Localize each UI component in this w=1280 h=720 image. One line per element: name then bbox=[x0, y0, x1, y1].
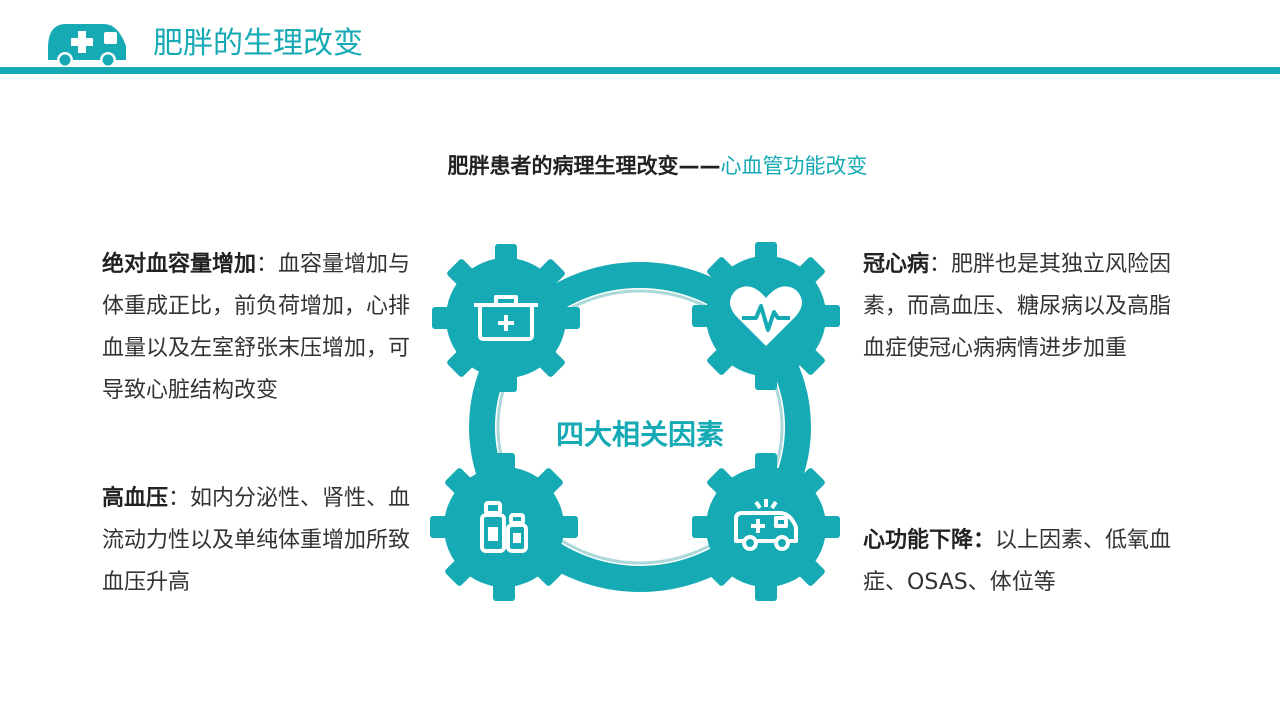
connector-ring-inner-edge bbox=[496, 289, 784, 565]
factor-description: 如内分泌性、肾性、血流动力性以及单纯体重增加所致血压升高 bbox=[102, 486, 411, 595]
factor-description: 肥胖也是其独立风险因素，而高血压、糖尿病以及高脂血症使冠心病病情进步加重 bbox=[863, 252, 1172, 361]
connector-ring bbox=[469, 262, 811, 592]
factor-separator: ： bbox=[929, 252, 952, 277]
factor-cardiac-function: 心功能下降：以上因素、低氧血症、OSAS、体位等 bbox=[863, 520, 1183, 604]
subtitle-main: 肥胖患者的病理生理改变—— bbox=[447, 154, 721, 178]
factor-description: 血容量增加与体重成正比，前负荷增加，心排血量以及左室舒张末压增加，可导致心脏结构… bbox=[102, 252, 411, 403]
gear-coronary bbox=[692, 242, 840, 390]
factor-term: 冠心病 bbox=[863, 252, 930, 277]
factor-gear-diagram bbox=[430, 242, 840, 601]
ambulance-icon bbox=[734, 499, 798, 551]
section-subtitle: 肥胖患者的病理生理改变——心血管功能改变 bbox=[0, 150, 1280, 182]
factor-hypertension: 高血压：如内分泌性、肾性、血流动力性以及单纯体重增加所致血压升高 bbox=[102, 478, 422, 604]
gear-hypertension bbox=[430, 453, 578, 601]
center-label: 四大相关因素 bbox=[555, 418, 724, 451]
gear-cardiac-function bbox=[692, 453, 840, 601]
heart-pulse-icon bbox=[730, 286, 802, 346]
page-title: 肥胖的生理改变 bbox=[153, 26, 363, 61]
factor-coronary: 冠心病：肥胖也是其独立风险因素，而高血压、糖尿病以及高脂血症使冠心病病情进步加重 bbox=[863, 244, 1183, 370]
header: 肥胖的生理改变 bbox=[0, 0, 1280, 80]
header-divider bbox=[0, 67, 1280, 74]
factor-blood-volume: 绝对血容量增加：血容量增加与体重成正比，前负荷增加，心排血量以及左室舒张末压增加… bbox=[102, 244, 422, 412]
factor-separator: ： bbox=[168, 486, 191, 511]
factor-term: 绝对血容量增加 bbox=[102, 252, 257, 277]
subtitle-accent: 心血管功能改变 bbox=[720, 154, 868, 178]
factor-description: 以上因素、低氧血症、OSAS、体位等 bbox=[863, 528, 1172, 595]
factor-term: 心功能下降： bbox=[863, 528, 996, 553]
ambulance-icon bbox=[48, 24, 126, 68]
gear-blood-volume bbox=[432, 244, 580, 392]
medical-kit-icon bbox=[474, 295, 538, 341]
factor-term: 高血压 bbox=[102, 486, 169, 511]
factor-separator: ： bbox=[256, 252, 279, 277]
medicine-bottles-icon bbox=[480, 501, 528, 553]
